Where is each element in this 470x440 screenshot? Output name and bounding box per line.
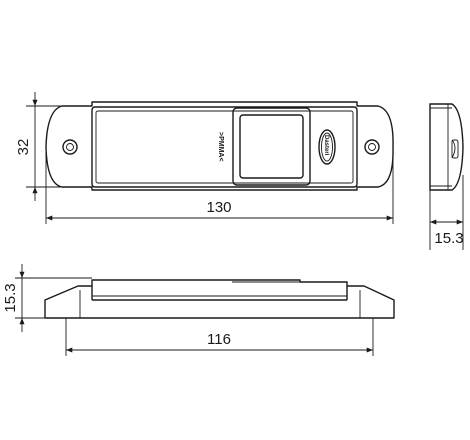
dimension-top-height-label: 32 [15,139,32,156]
top-view-outline [45,101,394,191]
reflector-window-outer [232,107,311,186]
front-view [44,279,395,319]
brand-logo-text: Dasteri [323,135,329,156]
left-mounting-hole-inner [66,143,74,151]
right-mounting-hole [364,139,380,155]
side-view-outline [429,103,464,191]
dimension-top-width-label: 130 [206,199,231,216]
front-view-outline [44,279,395,319]
dimension-bottom-width: 116 [65,318,374,356]
left-mounting-hole [62,139,78,155]
brand-logo-inner-oval [321,132,333,162]
lens-inner-edge [95,110,354,184]
side-view [429,103,464,191]
top-view: >PMMA< Dasteri [45,101,394,191]
brand-logo-oval [318,129,336,165]
reflector-window-inner [239,114,304,179]
dimension-top-width: 130 [45,150,394,224]
lens-body [91,106,358,188]
dimension-side-depth-label: 15.3 [434,230,463,247]
dimension-bottom-width-label: 116 [207,331,231,348]
dimension-top-height: 32 [15,92,62,201]
right-mounting-hole-inner [368,143,376,151]
dimension-bottom-height: 15.3 [2,264,92,332]
dimension-side-depth: 15.3 [429,175,464,250]
pmma-marking: >PMMA< [217,132,224,162]
dimension-bottom-height-label: 15.3 [2,283,19,312]
